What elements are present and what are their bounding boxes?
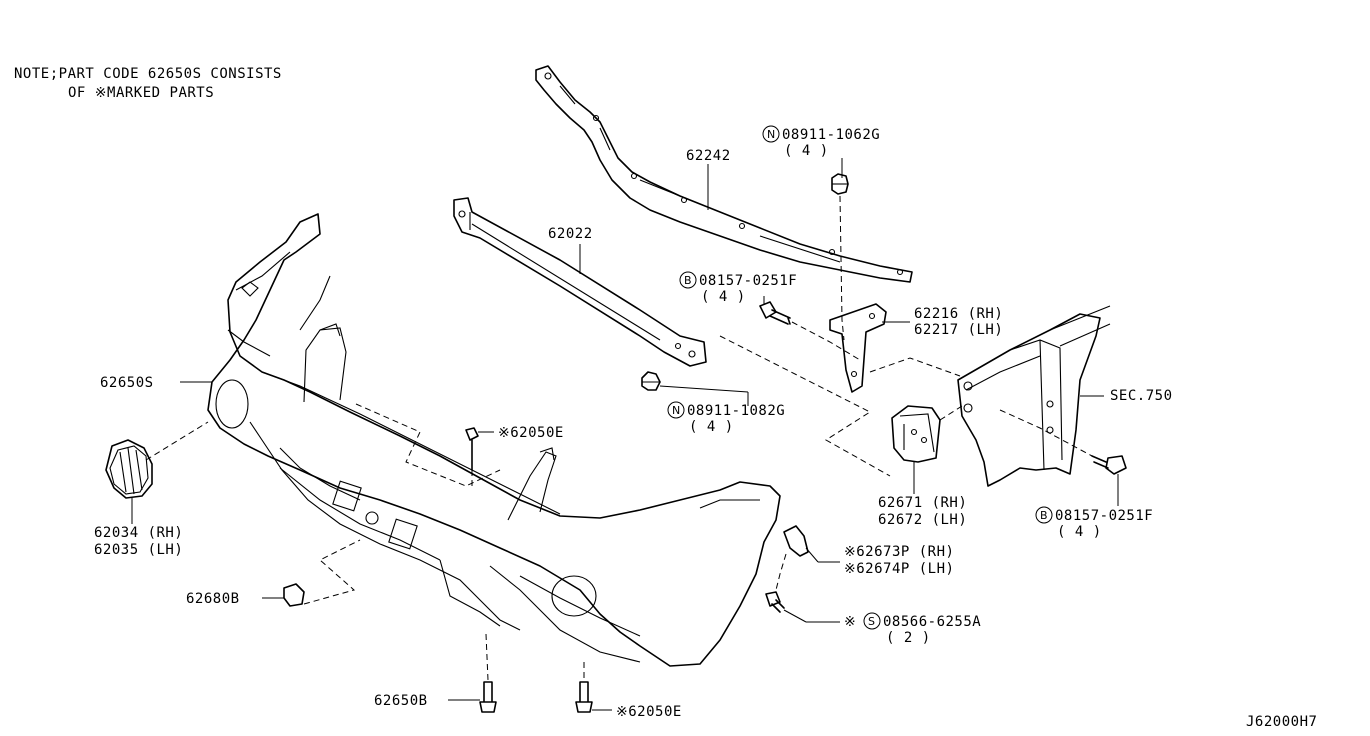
label-08911-1082g: 08911-1082G [687,403,785,419]
nut-symbol-letter: N [767,128,775,141]
label-08911-1062g: 08911-1062G [782,127,880,143]
nut-08911-1082g[interactable] [641,371,661,391]
bolt-symbol-icon-2 [1035,506,1053,524]
label-62672: 62672 (LH) [878,512,967,528]
clip-62050e-bottom[interactable] [575,681,593,713]
leader-lines [131,158,1119,711]
label-sec750: SEC.750 [1110,388,1173,404]
label-08911-1062g-qty: ( 4 ) [784,143,829,159]
bolt-symbol-letter: B [684,274,692,287]
note-line-2: OF ※MARKED PARTS [68,85,214,101]
bolt-symbol-letter-2: B [1040,509,1048,522]
bumper-fascia-62650s[interactable] [207,213,781,667]
label-08566-6255a: 08566-6255A [883,614,981,630]
reinforcement-upper-62242[interactable] [535,65,913,283]
label-62650s: 62650S [100,375,154,391]
reinforcement-lower-62022[interactable] [453,197,707,367]
label-62680b: 62680B [186,591,240,607]
clip-62680b[interactable] [283,583,305,607]
bracket-62216-62217[interactable] [829,303,887,393]
label-62674p: ※62674P (LH) [844,561,954,577]
bolt-08157-right[interactable] [1091,455,1127,475]
screw-symbol-letter: S [868,615,875,628]
diagram-code: J62000H7 [1246,714,1317,730]
screw-symbol-icon [863,612,881,630]
label-62050e-top: ※62050E [498,425,564,441]
bolt-62650b[interactable] [479,681,497,713]
label-08157-top: 08157-0251F [699,273,797,289]
label-08157-right: 08157-0251F [1055,508,1153,524]
bolt-symbol-icon [679,271,697,289]
nut-symbol-icon-2 [667,401,685,419]
label-08911-1082g-qty: ( 4 ) [689,419,734,435]
note-line-1: NOTE;PART CODE 62650S CONSISTS [14,66,282,82]
nut-symbol-letter-2: N [672,404,680,417]
side-member-sec750[interactable] [957,305,1111,487]
label-62050e-bottom: ※62050E [616,704,682,720]
label-08157-top-qty: ( 4 ) [701,289,746,305]
label-62035: 62035 (LH) [94,542,183,558]
label-62217: 62217 (LH) [914,322,1003,338]
fog-lamp-cover-62034-62035[interactable] [105,439,153,499]
label-62242: 62242 [686,148,731,164]
nut-symbol-icon [762,125,780,143]
label-62022: 62022 [548,226,593,242]
label-62673p: ※62673P (RH) [844,544,954,560]
screw-08566-6255a[interactable] [765,591,785,613]
bracket-62673p-62674p[interactable] [783,525,809,557]
label-62216: 62216 (RH) [914,306,1003,322]
clip-62050e-top[interactable] [465,427,479,471]
label-62671: 62671 (RH) [878,495,967,511]
bracket-62671-62672[interactable] [891,405,941,463]
label-08566-qty: ( 2 ) [886,630,931,646]
label-08566-prefix: ※ [844,614,856,630]
label-62650b: 62650B [374,693,428,709]
label-08157-right-qty: ( 4 ) [1057,524,1102,540]
nut-08911-1062g[interactable] [831,173,849,195]
bolt-08157-top[interactable] [759,301,791,325]
label-62034: 62034 (RH) [94,525,183,541]
